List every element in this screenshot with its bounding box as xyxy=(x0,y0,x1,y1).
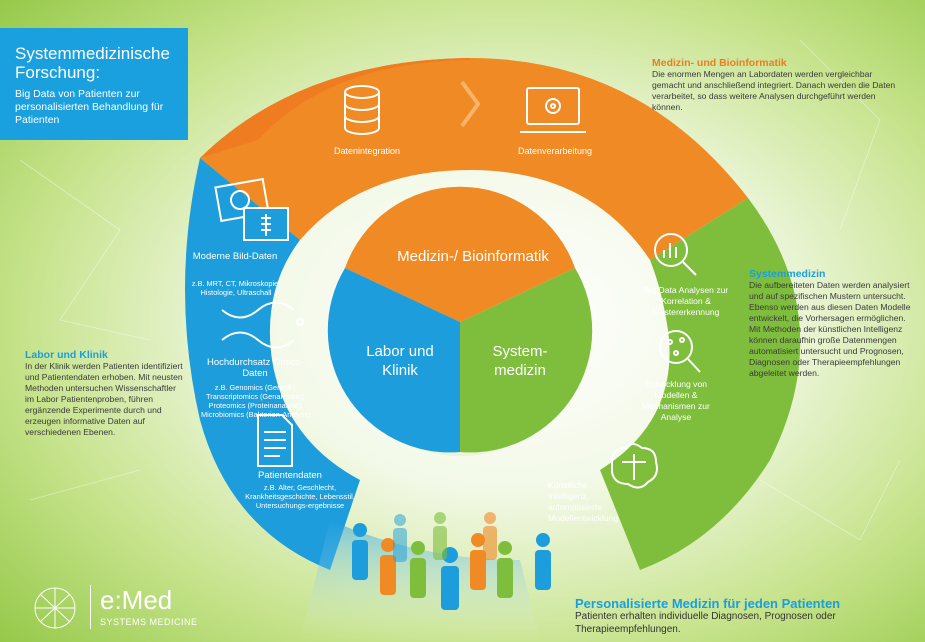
page-subtitle: Big Data von Patienten zur personalisier… xyxy=(15,88,164,126)
network-decoration xyxy=(19,39,901,541)
imaging-title: Moderne Bild-Daten xyxy=(192,251,278,262)
orange-arc xyxy=(200,58,748,260)
pie-top xyxy=(345,186,575,322)
dna-icon xyxy=(221,301,304,349)
sysmed-section: Systemmedizin Die aufbereiteten Daten we… xyxy=(749,268,919,379)
omics-title: Hochdurchsatz Omics-Daten xyxy=(206,357,304,379)
chevron-right-icon xyxy=(460,80,481,128)
step-datenintegration: Datenintegration xyxy=(333,146,401,156)
patient-text: z.B. Alter, Geschlecht, Krankheitsgeschi… xyxy=(245,483,355,510)
center-pie xyxy=(327,186,593,456)
magnifier-network-icon xyxy=(659,330,701,373)
patient-title: Patientendaten xyxy=(258,470,322,481)
personalized-medicine-text: Patienten erhalten individuelle Diagnose… xyxy=(575,611,836,635)
document-icon xyxy=(257,414,293,467)
imaging-text: z.B. MRT, CT, Mikroskopie, Histologie, U… xyxy=(191,279,281,297)
bioinf-text: Die enormen Mengen an Labordaten werden … xyxy=(652,69,896,112)
sysmed-text: Die aufbereiteten Daten werden analysier… xyxy=(749,280,911,378)
bioinf-heading: Medizin- und Bioinformatik xyxy=(652,57,787,69)
orange-arc-cap xyxy=(200,58,470,158)
pie-label-bioinformatik: Medizin-/ Bioinformatik xyxy=(397,248,549,265)
lab-heading: Labor und Klinik xyxy=(25,349,108,361)
models-label: Entwicklung von Modellen & Mechanismen z… xyxy=(642,379,710,422)
bigdata-label: Big Data Analysen zur Korrelation & Must… xyxy=(643,285,729,317)
people-icon xyxy=(352,512,551,610)
brain-circuit-icon xyxy=(611,443,658,489)
magnifier-chart-icon xyxy=(654,233,697,276)
title-box: Systemmedizinische Forschung: Big Data v… xyxy=(0,28,188,140)
omics-text: z.B. Genomics (Genetik), Transcriptomics… xyxy=(200,383,312,419)
pie-left xyxy=(327,268,460,453)
database-icon xyxy=(344,85,380,135)
step-datenverarbeitung: Datenverarbeitung xyxy=(517,146,593,156)
bioinf-section: Medizin- und Bioinformatik Die enormen M… xyxy=(652,57,897,113)
emed-logo-mark xyxy=(34,587,76,629)
lab-section: Labor und Klinik In der Klinik werden Pa… xyxy=(25,349,187,438)
imaging-icon xyxy=(214,177,289,241)
green-arc xyxy=(600,198,801,570)
logo-tagline: SYSTEMS MEDICINE xyxy=(100,617,198,627)
pie-label-systemmedizin: System-medizin xyxy=(492,343,548,379)
emed-logo: e:Med SYSTEMS MEDICINE xyxy=(30,585,210,635)
blue-arc xyxy=(185,158,360,570)
ai-label: Künstliche Intelligenz, automatisierte M… xyxy=(548,480,619,523)
personalized-medicine-heading: Personalisierte Medizin für jeden Patien… xyxy=(575,596,841,611)
lab-text: In der Klinik werden Patienten identifiz… xyxy=(25,361,183,437)
logo-name: e:Med xyxy=(100,585,173,615)
pie-right xyxy=(460,268,593,453)
laptop-gear-icon xyxy=(520,87,586,133)
page-title: Systemmedizinische Forschung: xyxy=(15,44,170,82)
sysmed-heading: Systemmedizin xyxy=(749,268,826,280)
pie-label-labor: Labor und Klinik xyxy=(366,343,434,379)
